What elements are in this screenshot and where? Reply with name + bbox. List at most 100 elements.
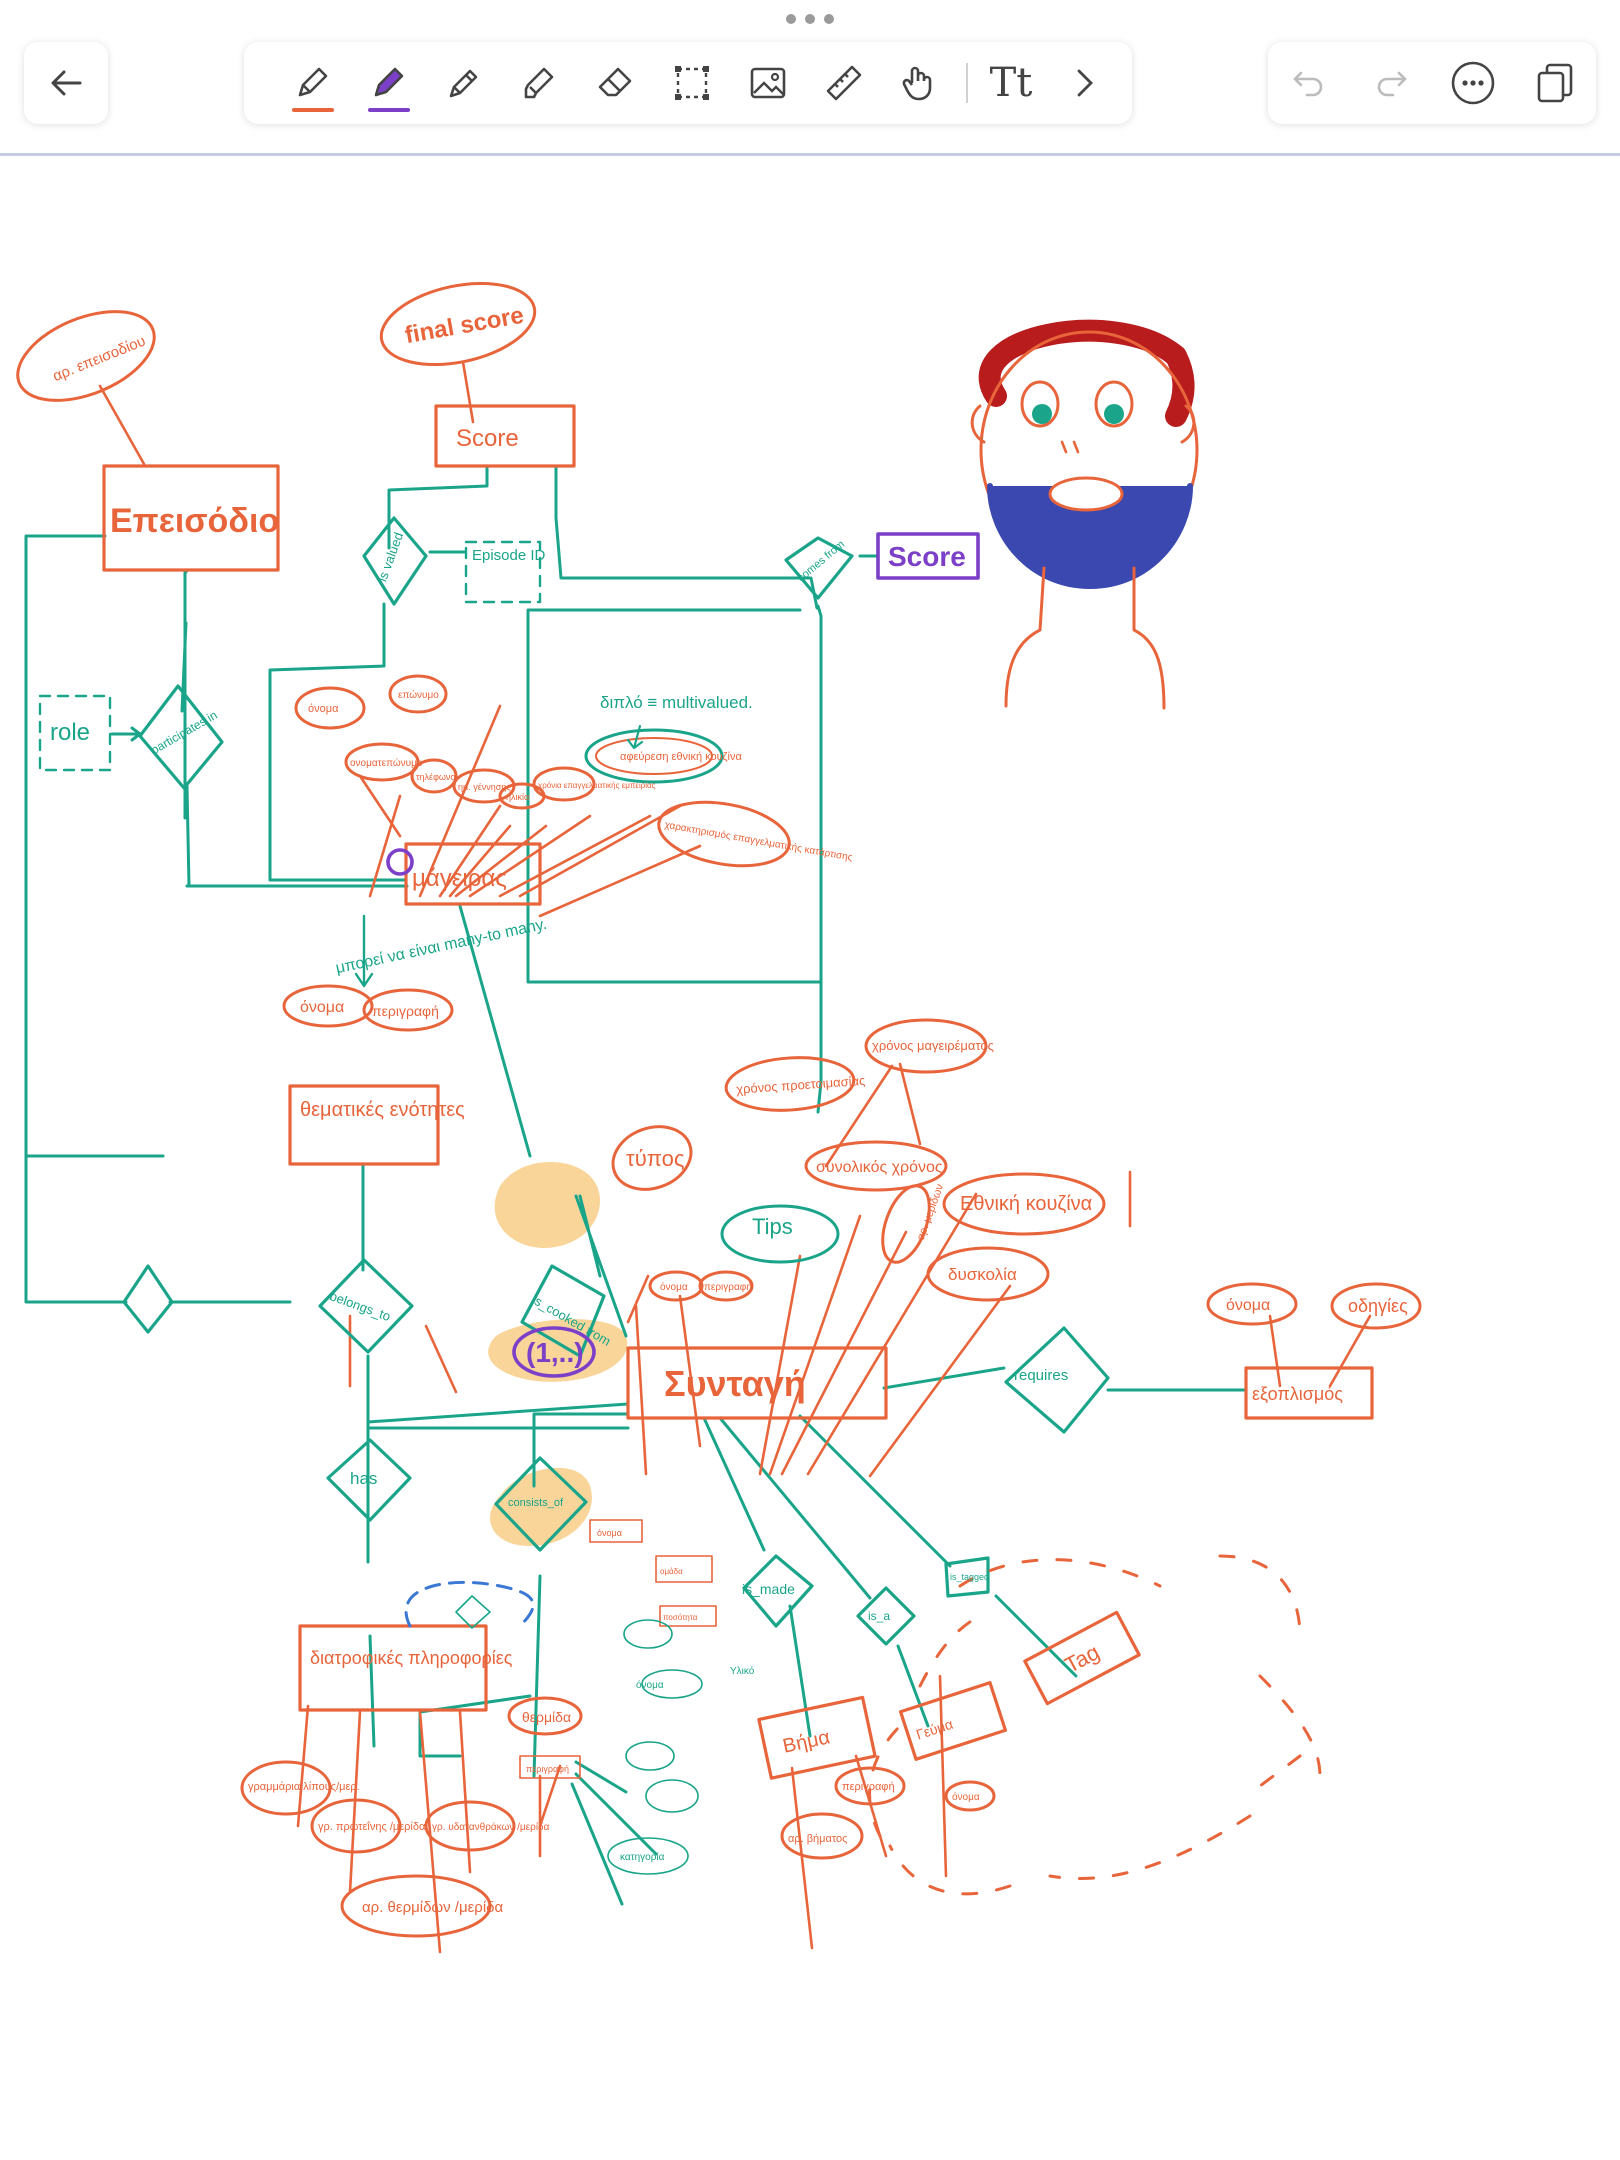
drawing-toolbar: Tt	[244, 42, 1132, 124]
relationship-is-valued[interactable]	[362, 516, 428, 606]
relationship-has[interactable]	[326, 1438, 412, 1522]
relationship-is-a[interactable]	[856, 1586, 916, 1646]
label-has: has	[350, 1469, 377, 1488]
label-final-score: final score	[403, 302, 526, 349]
small-entity-box	[519, 1755, 581, 1779]
label-recipe: Συνταγή	[664, 1363, 806, 1404]
label-total-time: συνολικός χρόνος	[816, 1159, 943, 1176]
attribute-carbs	[424, 1800, 516, 1852]
annotation-arrow	[626, 724, 644, 750]
relationship-participates[interactable]	[138, 684, 224, 790]
attribute-fat	[240, 1760, 332, 1816]
connector-line	[368, 704, 682, 898]
attribute-episode-num[interactable]	[5, 294, 167, 418]
label-equip-name: όνομα	[1226, 1297, 1270, 1314]
connector-line	[790, 1754, 888, 1950]
entity-equipment[interactable]	[1244, 1366, 1374, 1420]
attribute-final-score[interactable]	[374, 271, 542, 378]
label-cook: μάγειρας	[412, 865, 507, 892]
pencil-tool[interactable]	[426, 42, 502, 124]
right-pupil	[1104, 404, 1124, 424]
ruler-tool[interactable]	[806, 42, 882, 124]
label-small-desc: περιγραφή	[526, 1764, 569, 1774]
connector-line	[358, 774, 402, 838]
ears	[970, 404, 1196, 444]
image-tool[interactable]	[730, 42, 806, 124]
redo-button[interactable]	[1359, 51, 1423, 115]
label-score-right: Score	[888, 541, 966, 572]
label-score-top: Score	[456, 425, 519, 452]
label-equip-instr: οδηγίες	[1348, 1296, 1408, 1316]
label-nutrition: διατροφικές πληροφορίες	[310, 1648, 513, 1668]
connector-line	[268, 464, 489, 882]
label-small-name: όνομα	[597, 1528, 622, 1538]
entity-step[interactable]	[757, 1695, 877, 1780]
entity-nutrition[interactable]	[298, 1624, 488, 1712]
attribute-small	[623, 1619, 673, 1649]
entity-score-top[interactable]	[434, 404, 576, 468]
pen-tool[interactable]	[274, 42, 350, 124]
relationship-requires[interactable]	[1004, 1326, 1110, 1434]
connector-line	[626, 1214, 862, 1476]
dashed-cloud-outline	[868, 1554, 1322, 1896]
label-step: Βήμα	[781, 1726, 832, 1757]
connector-line	[780, 1062, 1132, 1478]
connector-line	[98, 360, 475, 1394]
entity-tag[interactable]	[1023, 1610, 1141, 1706]
label-carbs: γρ. υδατανθράκων /μερίδα	[432, 1821, 550, 1833]
text-tool[interactable]: Tt	[989, 60, 1033, 106]
relationship-cooks-from[interactable]	[520, 1264, 606, 1358]
pen-icon	[298, 67, 328, 97]
window-handle[interactable]	[786, 12, 834, 26]
undo-icon	[1293, 71, 1323, 97]
label-meal: Γεύμα	[914, 1716, 955, 1743]
attribute-role	[38, 694, 112, 772]
highlighter-color-indicator	[368, 108, 410, 112]
label-calories: αρ. θερμίδων /μερίδα	[362, 1899, 504, 1916]
attribute-small	[641, 1669, 703, 1699]
connector-line	[24, 1144, 292, 1304]
connector-line	[538, 844, 702, 918]
undo-button[interactable]	[1277, 51, 1341, 115]
relationship-belongs-to[interactable]	[318, 1258, 414, 1354]
label-step-num: αρ. βήματος	[788, 1833, 847, 1845]
eraser-tool[interactable]	[578, 42, 654, 124]
drawing-canvas[interactable]: αρ. επεισοδίου final score Score Επεισόδ…	[0, 156, 1620, 2160]
relationship-comes-from[interactable]	[784, 536, 854, 600]
label-difficulty: δυσκολία	[948, 1265, 1017, 1284]
touch-tool[interactable]	[882, 42, 958, 124]
more-options-button[interactable]	[1441, 51, 1505, 115]
relationship-consists-of[interactable]	[494, 1456, 588, 1552]
back-arrow-icon	[51, 70, 82, 96]
small-entity-box	[589, 1519, 643, 1543]
label-cook-cuisine: αφεύρεση εθνική κουζίνα	[620, 751, 742, 763]
relationship-is-made[interactable]	[742, 1554, 814, 1628]
label-tips: Tips	[752, 1214, 793, 1239]
attribute-small	[625, 1741, 675, 1771]
highlighter-tool[interactable]	[350, 42, 426, 124]
connector-line	[538, 1764, 562, 1858]
connector-line	[938, 1674, 948, 1878]
annotation-arrow	[354, 914, 374, 988]
entity-score-right[interactable]	[876, 532, 980, 580]
lasso-tool[interactable]	[654, 42, 730, 124]
relationship-theme-episode[interactable]	[122, 1264, 174, 1334]
attribute-cook-time	[864, 1018, 988, 1074]
pen-color-indicator	[292, 108, 334, 112]
label-episode-num: αρ. επεισοδίου	[50, 332, 148, 385]
entity-meal[interactable]	[898, 1681, 1008, 1761]
more-tools-button[interactable]	[1046, 42, 1122, 124]
entity-episode[interactable]	[102, 464, 280, 572]
pages-button[interactable]	[1523, 51, 1587, 115]
marker-tool[interactable]	[502, 42, 578, 124]
entity-recipe[interactable]	[626, 1346, 888, 1420]
attribute-cook-cuisine-inner	[595, 737, 713, 775]
pencil-icon	[449, 69, 478, 98]
label-is-made: is_made	[742, 1581, 795, 1597]
label-themes: θεματικές ενότητες	[300, 1099, 465, 1121]
back-button[interactable]	[24, 42, 108, 124]
label-equipment: εξοπλισμός	[1252, 1384, 1343, 1404]
entity-themes[interactable]	[288, 1084, 440, 1166]
neck-shoulders	[1004, 566, 1166, 710]
relationship-is-tagged[interactable]	[944, 1556, 990, 1598]
